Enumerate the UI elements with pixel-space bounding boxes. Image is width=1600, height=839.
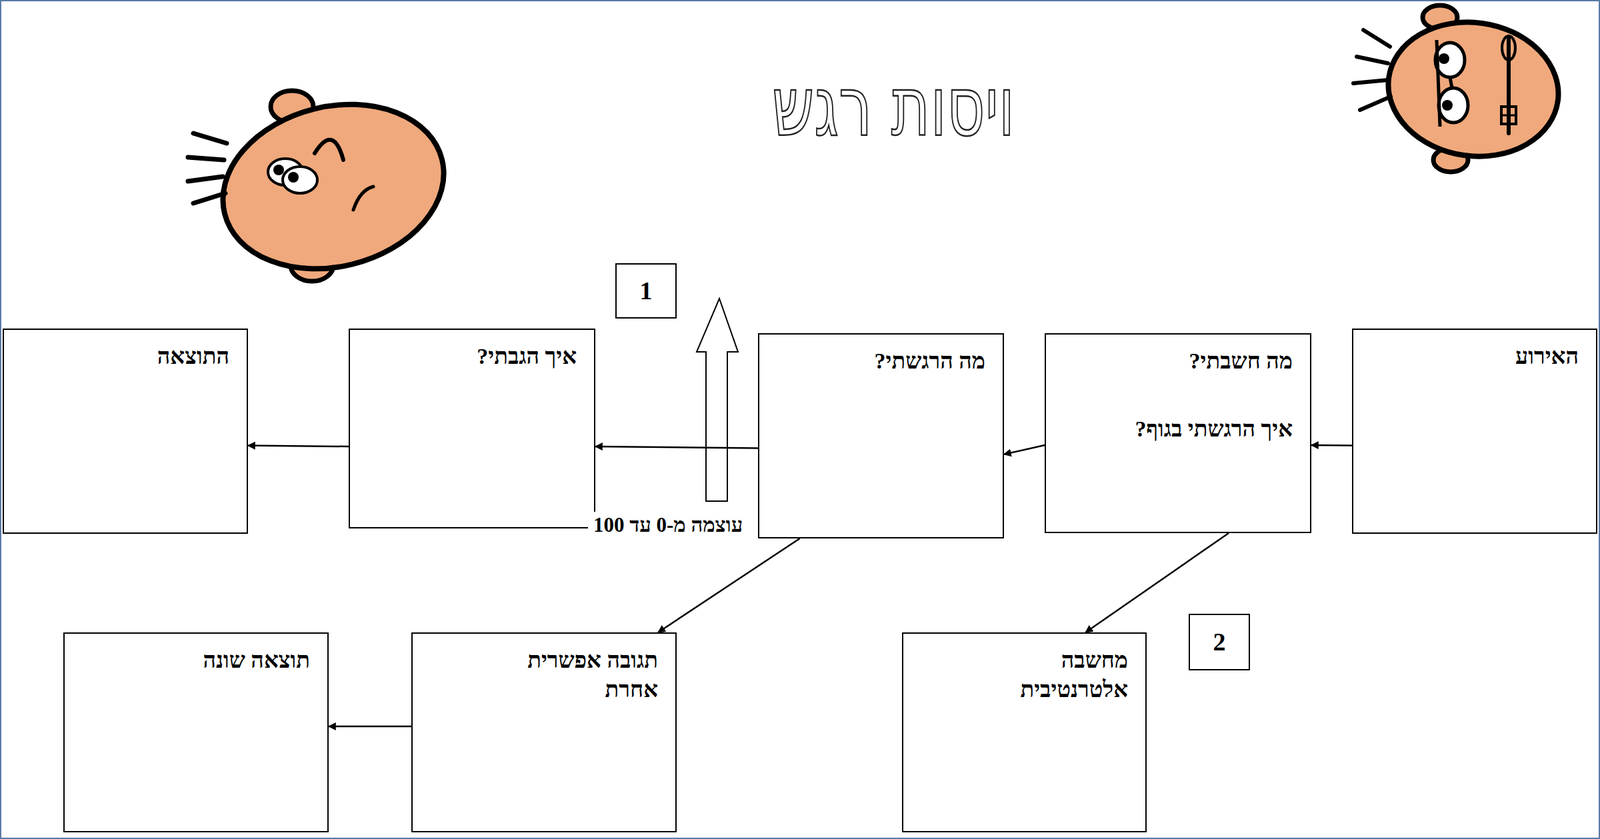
process-box: התוצאה: [2, 328, 248, 534]
cartoon-face-right: [1353, 5, 1568, 172]
process-box: מחשבה אלטרנטיבית: [902, 632, 1147, 833]
callout-number: 2: [1188, 614, 1250, 671]
box-text: איך הגבתי?: [363, 342, 577, 372]
flow-arrow: [1004, 445, 1045, 455]
process-box: איך הגבתי?: [348, 328, 596, 529]
flow-arrow: [1311, 444, 1352, 447]
process-box: מה הרגשתי?: [758, 333, 1004, 539]
process-box: מה חשבתי? איך הרגשתי בגוף?: [1044, 333, 1312, 534]
box-text: התוצאה: [17, 342, 230, 372]
box-text: תגובה אפשרית אחרת: [478, 646, 658, 705]
flow-arrow: [248, 446, 349, 447]
callout-number: 1: [615, 263, 677, 319]
cartoon-face-left: [188, 82, 462, 292]
diagram-title: ויסות רגש: [772, 58, 1015, 155]
scale-note: עוצמה מ-0 עד 100: [588, 512, 748, 539]
flow-arrow: [595, 446, 758, 448]
flow-arrow: [328, 726, 412, 728]
box-text: מה חשבתי?: [1059, 346, 1293, 376]
process-box: תוצאה שונה: [63, 632, 329, 833]
box-text: איך הרגשתי בגוף?: [1059, 414, 1293, 444]
box-text: תוצאה שונה: [78, 646, 310, 676]
box-text: מחשבה אלטרנטיבית: [974, 646, 1128, 705]
hollow-arrow: [696, 298, 738, 502]
box-text: האירוע: [1366, 342, 1579, 372]
box-text: מה הרגשתי?: [772, 346, 986, 376]
process-box: תגובה אפשרית אחרת: [411, 632, 677, 833]
flow-arrow: [658, 538, 800, 633]
process-box: האירוע: [1352, 328, 1598, 534]
